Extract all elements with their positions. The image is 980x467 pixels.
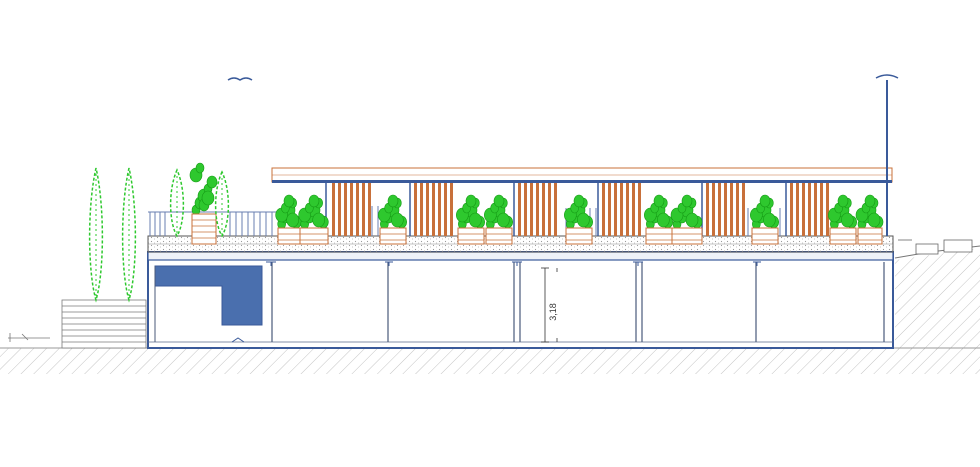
pergola-slat [602,183,605,236]
pergola-slat [524,183,527,236]
planter-with-shrub [828,194,857,245]
pergola-posts [325,183,787,236]
planter-with-shrub [484,194,513,245]
pergola-slat [638,183,641,236]
pergola-slat [438,183,441,236]
cypress-tree [214,170,230,238]
pergola-slat [426,183,429,236]
pergola-slat [518,183,521,236]
planter-with-shrub [670,194,703,245]
planter-with-shrub [378,194,407,245]
pergola-slat [826,183,829,236]
pergola-slat [338,183,341,236]
dimension-line [541,267,558,343]
bird-icon [227,77,253,81]
pool-section [154,265,263,342]
planter-with-shrub [750,194,779,245]
pergola-slat [356,183,359,236]
planter-with-shrub [189,162,218,245]
pergola-slat [620,183,623,236]
pergola-slat [626,183,629,236]
planter-with-shrub [298,194,329,245]
cypress-tree [169,168,185,238]
interior-walls [271,262,885,342]
pergola-slat [724,183,727,236]
pergola-slat [614,183,617,236]
pergola-beam [271,167,893,183]
pergola-slat [420,183,423,236]
pergola-slat [608,183,611,236]
planter-with-shrub [564,194,593,245]
pergola-slat [802,183,805,236]
lamp-post [875,74,899,236]
left-retaining-steps [61,299,147,349]
pergola-slat [530,183,533,236]
pergola-slat [730,183,733,236]
pergola-slat [808,183,811,236]
pergola-slat [432,183,435,236]
dimension-label: 3,18 [548,303,558,321]
pergola-slat [450,183,453,236]
pergola-slat [796,183,799,236]
pergola-slat [444,183,447,236]
pergola-slat [790,183,793,236]
roof-terrace [147,235,894,253]
pergola-slat [554,183,557,236]
pergola-slat [350,183,353,236]
cypress-tree [121,167,137,303]
pergola-slat [814,183,817,236]
ground-marks-left [8,333,50,342]
pergola-slat [742,183,745,236]
planter-with-shrub [275,194,302,245]
pergola-slat [362,183,365,236]
pergola-slat [344,183,347,236]
right-ground-props [898,239,973,255]
pergola-slat [536,183,539,236]
pergola-slat [736,183,739,236]
pergola-slat [332,183,335,236]
pergola-slat [368,183,371,236]
planters [189,162,884,245]
roof-railing [148,206,781,236]
pergola-slat [706,183,709,236]
pergola-slat [632,183,635,236]
joint-markers [231,261,761,343]
pergola-slats [332,183,829,236]
pergola-slat [820,183,823,236]
pergola-slat [712,183,715,236]
planter-with-shrub [456,194,485,245]
pergola-slat [718,183,721,236]
planter-with-shrub [644,194,673,245]
pergola-slat [414,183,417,236]
pergola-slat [548,183,551,236]
pergola-slat [542,183,545,236]
cypress-tree [88,167,104,303]
trees [88,167,230,303]
planter-with-shrub [855,194,884,245]
